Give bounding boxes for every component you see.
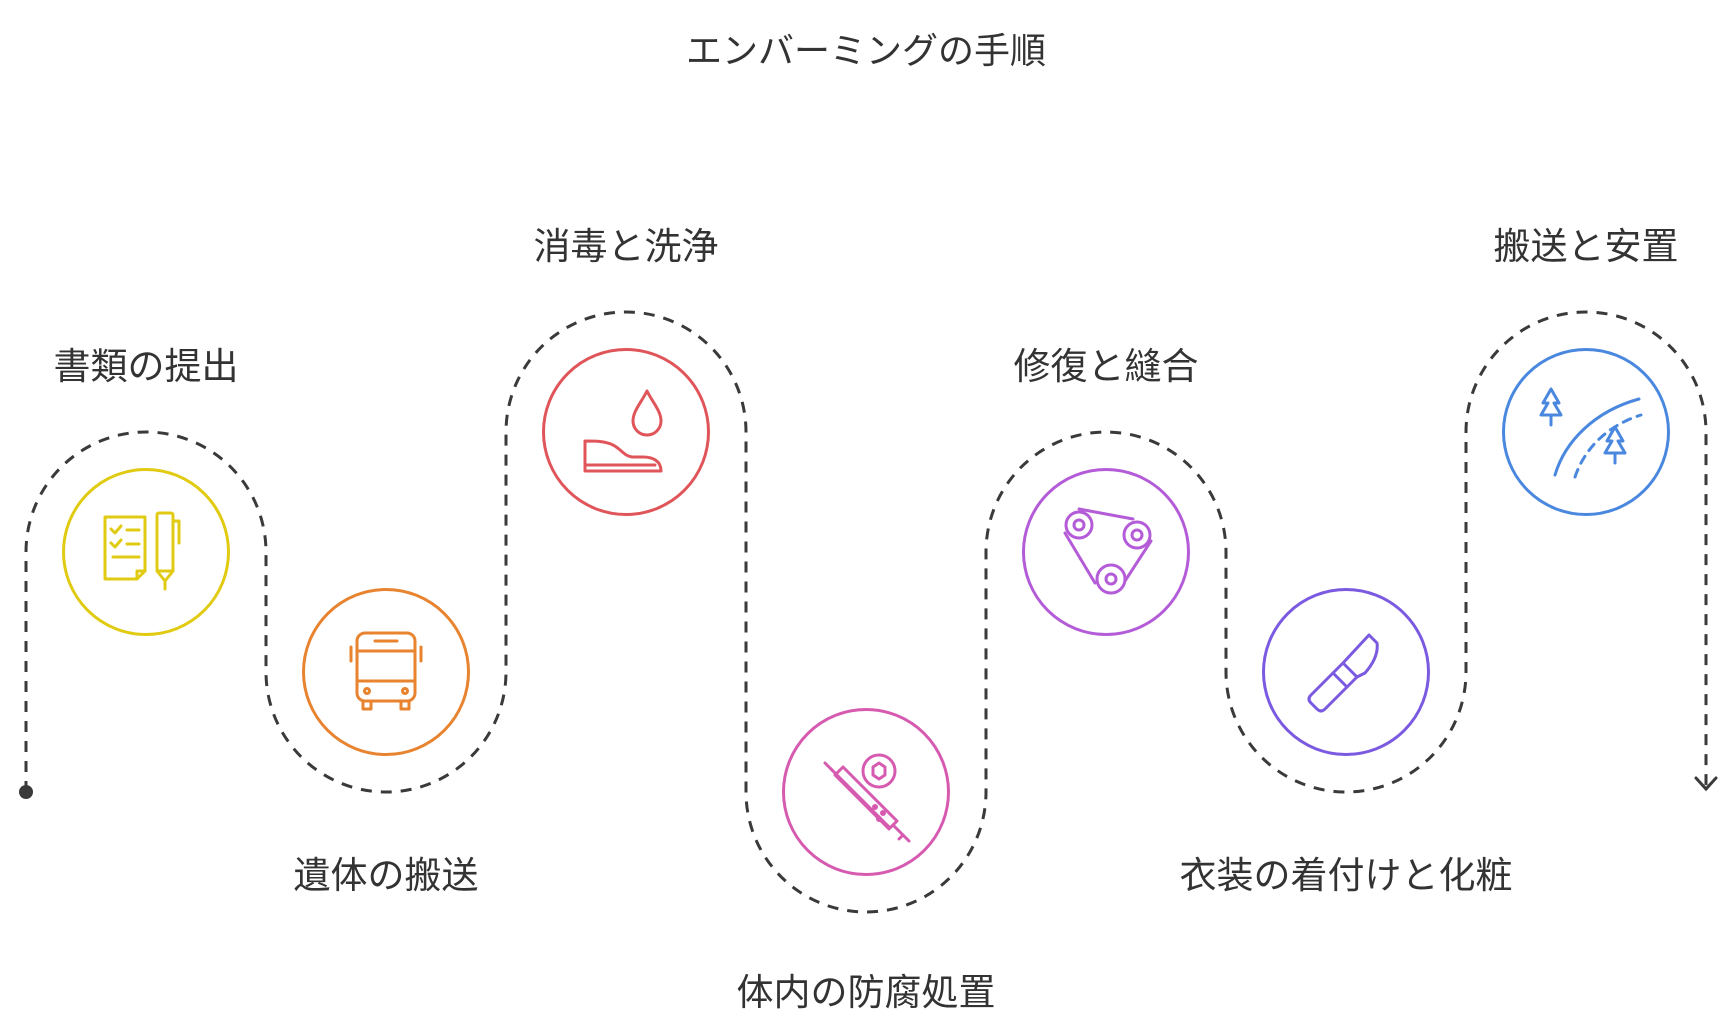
path-end-arrow: [1694, 776, 1718, 792]
step-label-restoration-suturing: 修復と縫合: [1013, 345, 1199, 388]
hand-water-drop-icon: [583, 389, 663, 473]
step-circle-body-transport: [302, 588, 470, 756]
step-label-transport-placement: 搬送と安置: [1493, 225, 1679, 268]
path-start-dot: [19, 785, 33, 799]
step-circle-restoration-suturing: [1022, 468, 1190, 636]
step-circle-internal-embalming: [782, 708, 950, 876]
bus-icon: [349, 631, 423, 711]
step-circle-dressing-makeup: [1262, 588, 1430, 756]
step-label-dressing-makeup: 衣装の着付けと化粧: [1179, 854, 1513, 897]
step-label-document-submission: 書類の提出: [53, 345, 239, 388]
step-label-body-transport: 遺体の搬送: [293, 854, 479, 897]
diagram-title: エンバーミングの手順: [685, 31, 1046, 72]
road-trees-icon: [1539, 387, 1643, 479]
checklist-document-pen-icon: [103, 511, 181, 591]
syringe-icon: [823, 753, 911, 843]
step-label-disinfection-washing: 消毒と洗浄: [533, 225, 719, 268]
step-label-internal-embalming: 体内の防腐処置: [736, 971, 996, 1014]
belt-pulley-gear-icon: [1063, 507, 1153, 595]
step-circle-disinfection-washing: [542, 348, 710, 516]
step-circle-transport-placement: [1502, 348, 1670, 516]
dashed-connector-path: [24, 310, 1708, 914]
step-circle-document-submission: [62, 468, 230, 636]
lipstick-icon: [1307, 633, 1379, 713]
